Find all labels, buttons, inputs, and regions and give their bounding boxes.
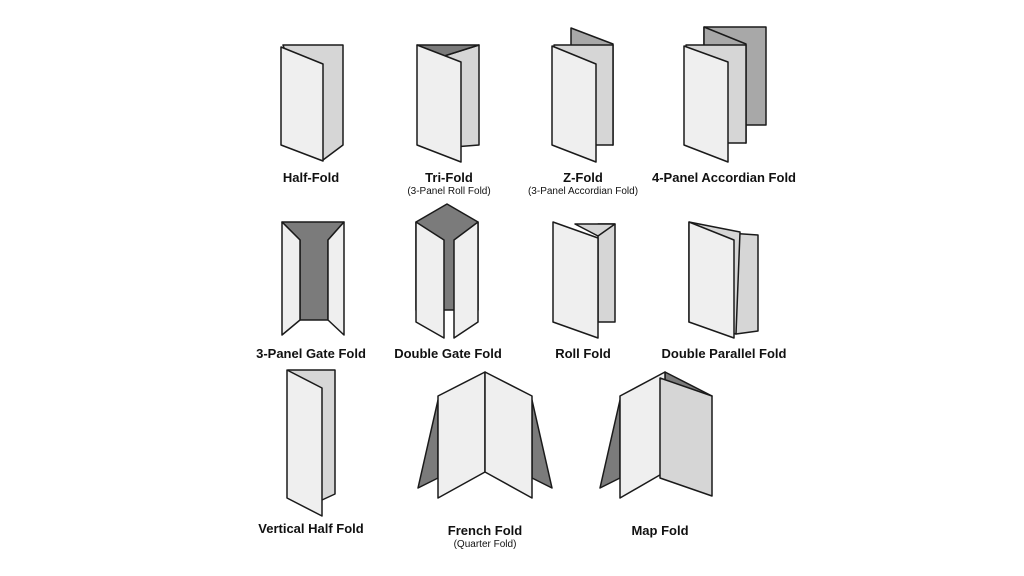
fold-name: Double Parallel Fold (661, 346, 787, 361)
fold-name: Vertical Half Fold (258, 521, 364, 536)
fold-name: Map Fold (631, 523, 689, 538)
half-fold-illustration (280, 44, 344, 162)
fold-name: Double Gate Fold (394, 346, 502, 361)
map-fold-illustration (599, 371, 713, 499)
fold-name: 4-Panel Accordian Fold (652, 170, 796, 185)
fold-label-half-fold: Half-Fold (283, 170, 339, 185)
fold-label-3-panel-gate-fold: 3-Panel Gate Fold (256, 346, 366, 361)
fold-name: Roll Fold (555, 346, 611, 361)
fold-name: French Fold (447, 523, 523, 538)
z-fold-illustration (551, 27, 614, 163)
french-fold-illustration (417, 371, 553, 499)
fold-label-vertical-half-fold: Vertical Half Fold (258, 521, 363, 536)
fold-subtitle: (Quarter Fold) (453, 539, 517, 550)
roll-fold-illustration (552, 221, 616, 339)
fold-label-4-panel-accordian-fold: 4-Panel Accordian Fold (652, 170, 796, 185)
fold-subtitle: (3-Panel Accordian Fold) (527, 186, 639, 197)
fold-subtitle: (3-Panel Roll Fold) (407, 186, 491, 197)
fold-name: Half-Fold (282, 170, 340, 185)
fold-label-z-fold: Z-Fold (3-Panel Accordian Fold) (528, 170, 638, 198)
tri-fold-illustration (416, 44, 480, 163)
double-parallel-fold-illustration (688, 221, 759, 339)
fold-label-french-fold: French Fold (Quarter Fold) (448, 523, 522, 551)
fold-label-double-gate-fold: Double Gate Fold (394, 346, 502, 361)
fold-name: Z-Fold (563, 170, 603, 185)
fold-label-map-fold: Map Fold (631, 523, 688, 538)
double-gate-fold-illustration (415, 203, 479, 339)
fold-label-tri-fold: Tri-Fold (3-Panel Roll Fold) (407, 170, 490, 198)
fold-label-roll-fold: Roll Fold (555, 346, 611, 361)
4-panel-accordian-fold-illustration (683, 26, 767, 163)
fold-name: Tri-Fold (425, 170, 473, 185)
fold-name: 3-Panel Gate Fold (256, 346, 366, 361)
fold-label-double-parallel-fold: Double Parallel Fold (662, 346, 787, 361)
3-panel-gate-fold-illustration (281, 221, 345, 336)
vertical-half-fold-illustration (286, 369, 336, 517)
